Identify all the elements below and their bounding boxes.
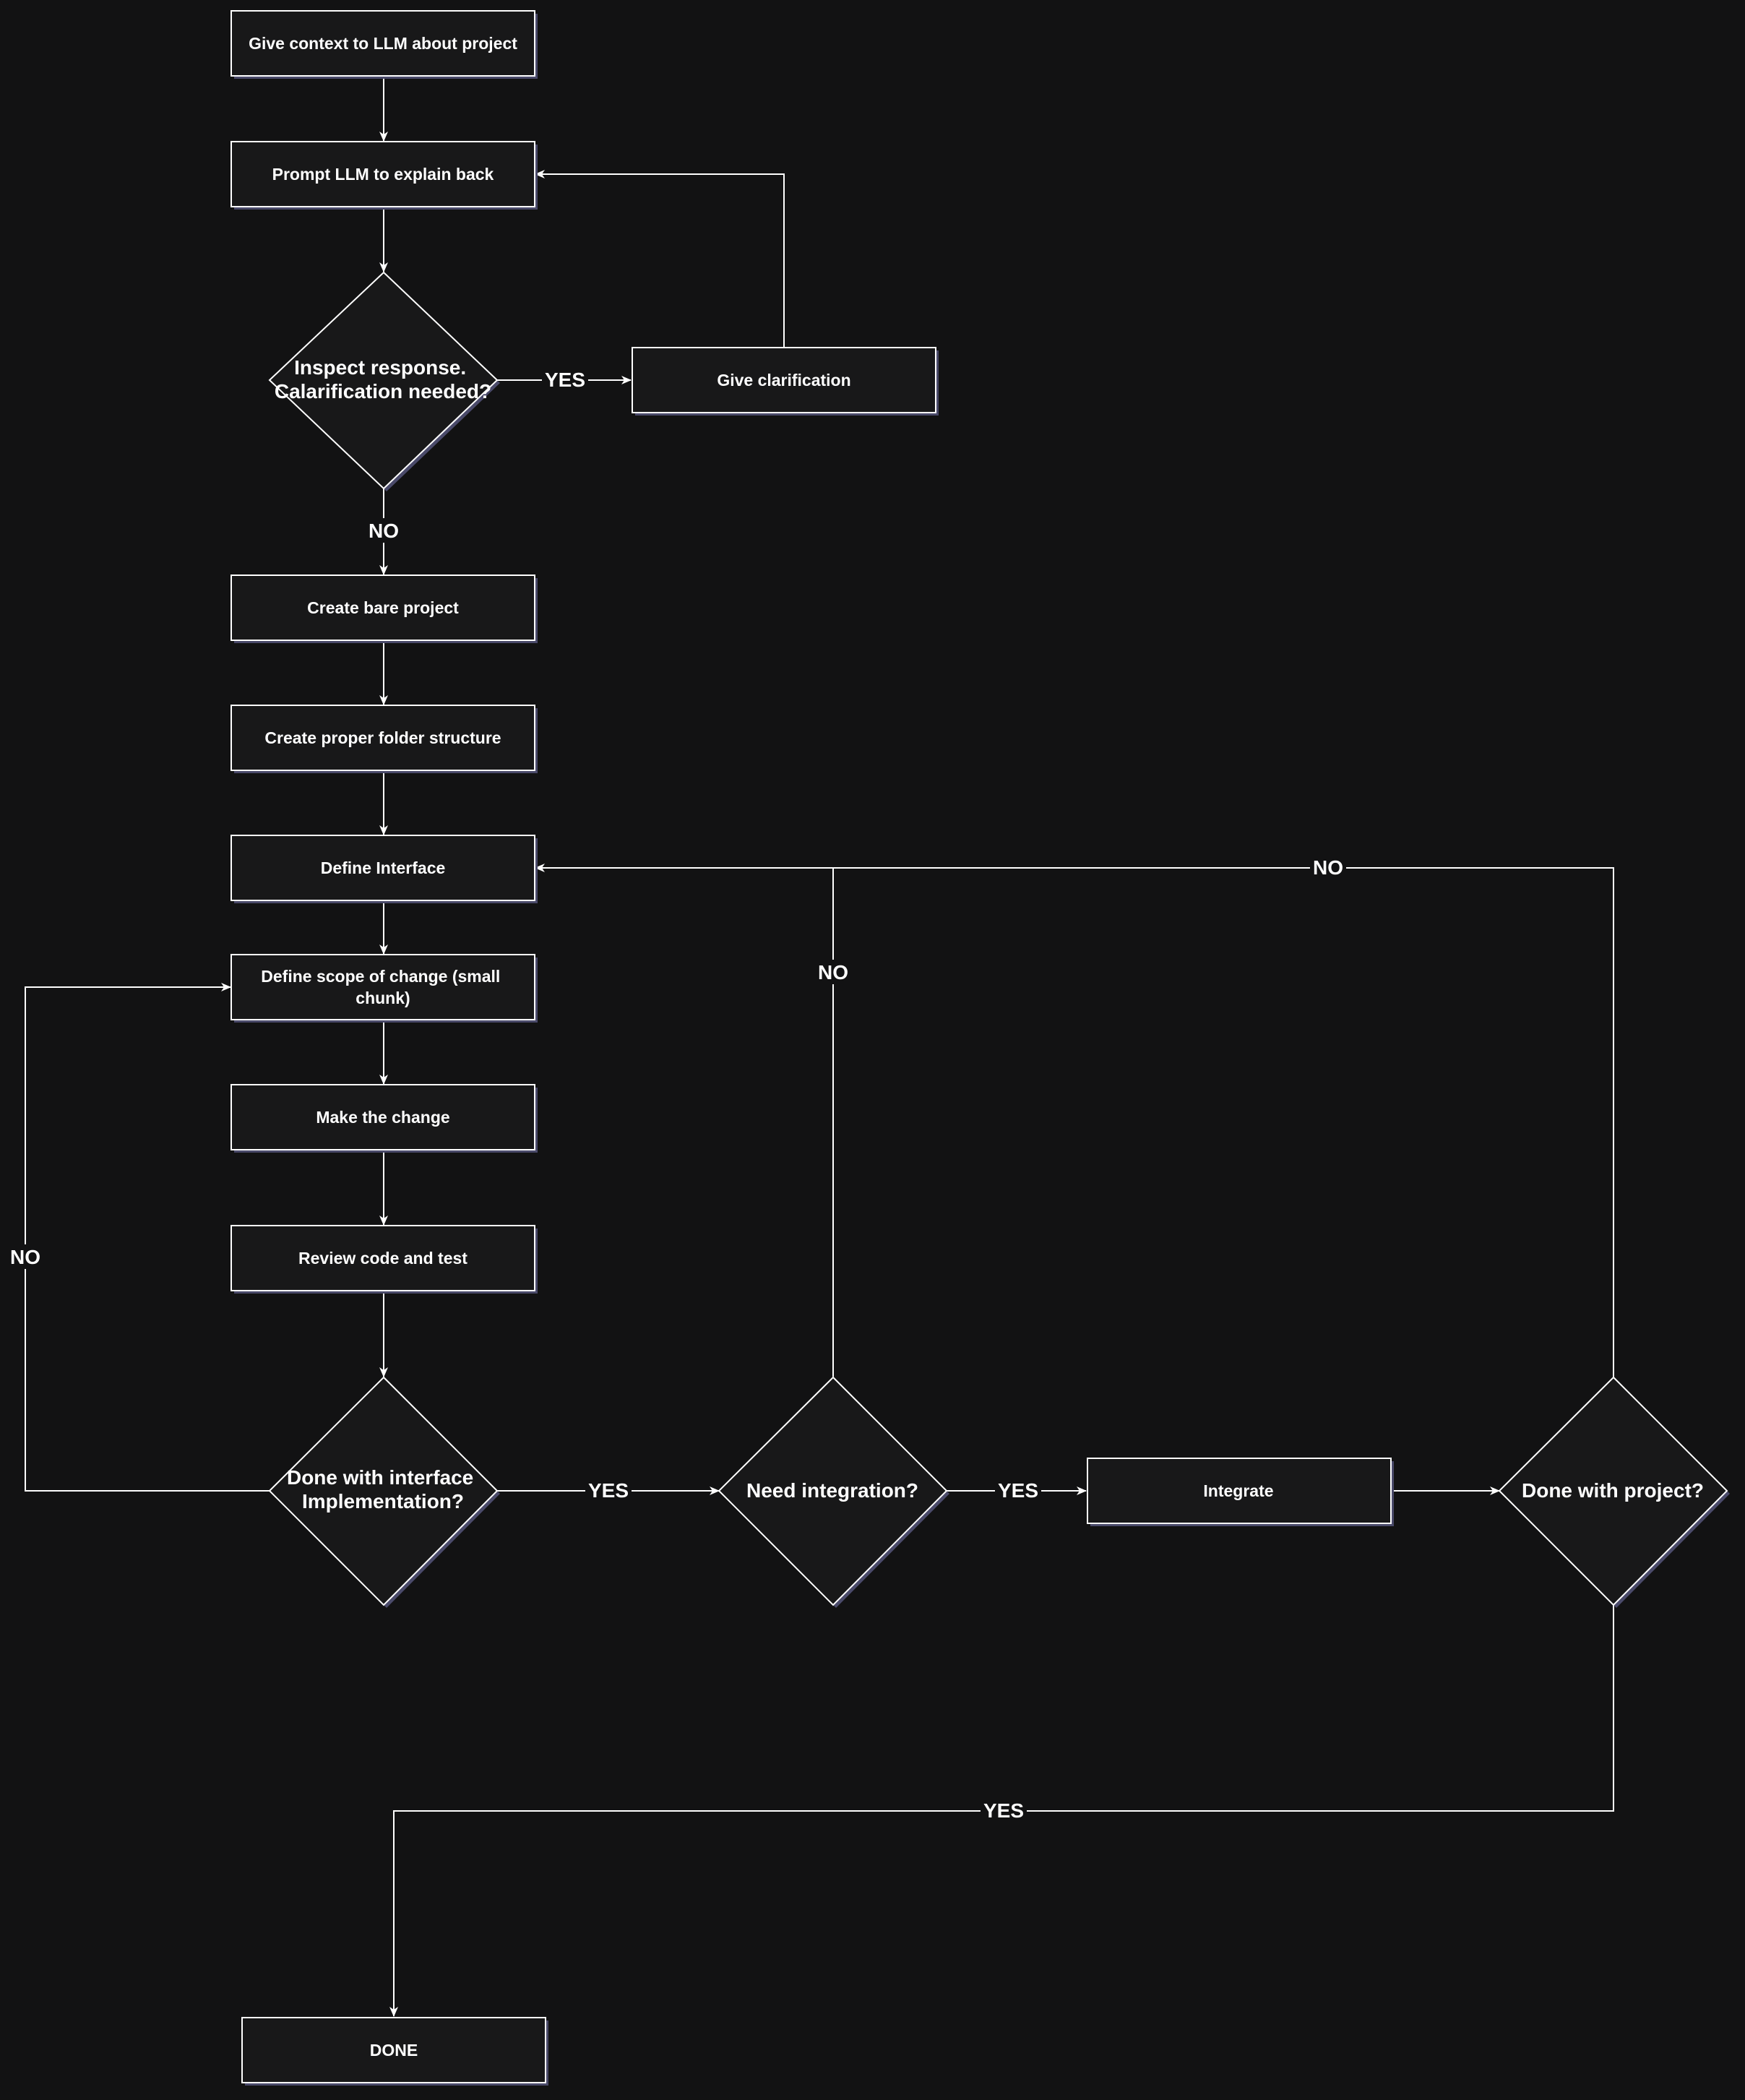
node-inspect-response-line-1: Inspect response. (294, 356, 466, 379)
node-need-integration: Need integration? (718, 1376, 949, 1608)
node-create-folder: Create proper folder structure (230, 705, 538, 773)
edge-integration-no-to-interface (535, 864, 834, 1377)
edge-label-integration-yes: YES (998, 1479, 1038, 1502)
node-integrate-label: Integrate (1203, 1481, 1273, 1500)
node-create-folder-label: Create proper folder structure (264, 728, 501, 747)
node-prompt-explain: Prompt LLM to explain back (230, 141, 538, 210)
node-define-scope-label: Define scope of change (small chunk) (261, 967, 504, 1007)
process-nodes: Give context to LLM about project Prompt… (230, 10, 1394, 2086)
node-define-scope-line-1: Define scope of change (small (261, 967, 500, 986)
node-make-change: Make the change (230, 1084, 538, 1153)
node-give-clarification-label: Give clarification (717, 371, 850, 390)
node-give-context-label: Give context to LLM about project (249, 34, 517, 53)
edge-label-clarify-yes: YES (545, 369, 585, 391)
edge-label-interface-yes: YES (588, 1479, 629, 1502)
node-inspect-response: Inspect response. Calarification needed? (268, 271, 500, 491)
edge-label-interface-no: NO (10, 1246, 40, 1268)
node-create-bare-label: Create bare project (307, 598, 459, 617)
node-need-integration-label: Need integration? (746, 1479, 918, 1502)
node-done-interface-label: Done with interface Implementation? (287, 1466, 479, 1512)
node-review-code-label: Review code and test (298, 1249, 468, 1268)
node-define-interface: Define Interface (230, 835, 538, 903)
edge-label-clarify-no: NO (369, 520, 399, 542)
edge-label-project-no: NO (1313, 856, 1343, 879)
decision-nodes: Inspect response. Calarification needed?… (268, 271, 1730, 1608)
node-review-code: Review code and test (230, 1225, 538, 1294)
node-inspect-response-line-2: Calarification needed? (275, 380, 491, 403)
edge-label-project-yes: YES (983, 1799, 1024, 1822)
node-inspect-response-label: Inspect response. Calarification needed? (275, 356, 491, 403)
node-done-label: DONE (370, 2041, 418, 2060)
node-prompt-explain-label: Prompt LLM to explain back (272, 165, 494, 184)
edge-clarification-to-prompt (535, 170, 785, 348)
node-done-project-label: Done with project? (1522, 1479, 1704, 1502)
node-make-change-label: Make the change (316, 1108, 449, 1127)
node-done: DONE (241, 2017, 548, 2086)
edge-done-project-no-to-interface (833, 867, 1614, 1377)
edge-labels: YES NO NO YES NO YES NO YES (7, 367, 1346, 1823)
node-done-interface-line-2: Implementation? (302, 1490, 464, 1512)
node-give-clarification: Give clarification (632, 347, 939, 416)
node-define-scope-line-2: chunk) (356, 989, 410, 1007)
edge-done-interface-no-to-scope (25, 983, 270, 1492)
edge-label-integration-no: NO (818, 961, 848, 984)
node-done-interface-line-1: Done with interface (287, 1466, 473, 1489)
node-define-interface-label: Define Interface (321, 858, 446, 877)
node-give-context: Give context to LLM about project (230, 10, 538, 79)
node-done-project: Done with project? (1498, 1376, 1730, 1608)
node-create-bare: Create bare project (230, 575, 538, 643)
node-integrate: Integrate (1087, 1458, 1394, 1526)
node-done-interface: Done with interface Implementation? (268, 1376, 500, 1608)
node-define-scope: Define scope of change (small chunk) (230, 954, 538, 1023)
